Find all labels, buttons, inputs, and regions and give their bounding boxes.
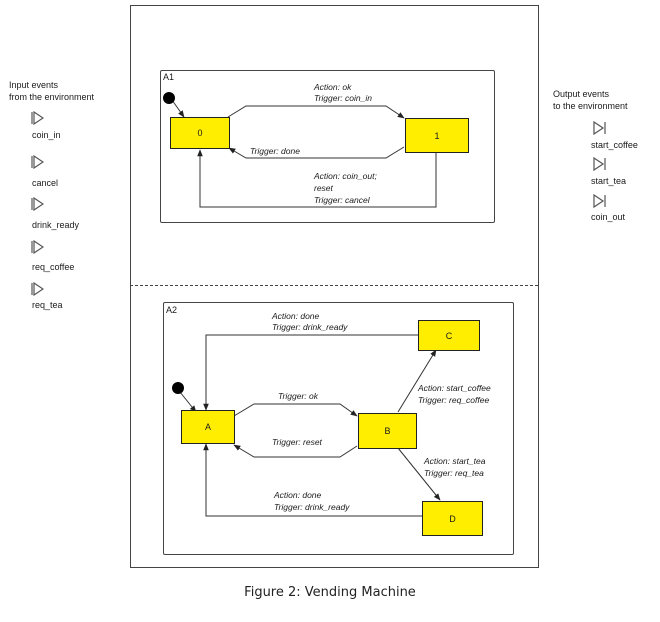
a2-b-c-action-label: Action: start_coffee <box>418 383 491 393</box>
input-event-coin-in: coin_in <box>32 130 61 140</box>
a2-initial-arrow <box>179 391 197 413</box>
input-event-cancel: cancel <box>32 178 59 188</box>
output-events-title-line2: to the environment <box>553 101 628 111</box>
input-event-req-coffee: req_coffee <box>32 262 75 272</box>
output-event-coin-out: coin_out <box>591 212 626 222</box>
a1-done-trigger-label: Trigger: done <box>250 146 300 156</box>
output-event-start-tea: start_tea <box>591 176 627 186</box>
group-a1-title: A1 <box>163 72 175 82</box>
state-b: B <box>358 413 417 449</box>
region-divider <box>130 285 538 286</box>
state-1: 1 <box>405 118 469 153</box>
a1-ok-action-label: Action: ok <box>314 82 352 92</box>
a2-transition-b-a <box>233 444 358 458</box>
a1-ok-trigger-label: Trigger: coin_in <box>314 93 372 103</box>
a1-cancel-trigger-label: Trigger: cancel <box>314 195 370 205</box>
group-a2-title: A2 <box>166 305 178 315</box>
a2-transition-d-a <box>203 443 422 517</box>
a1-transition-ok <box>227 105 405 119</box>
state-c: C <box>418 320 480 351</box>
state-0: 0 <box>170 117 230 149</box>
a2-b-a-trigger-label: Trigger: reset <box>272 437 322 447</box>
a1-cancel-action-label: Action: coin_out; <box>314 171 377 181</box>
output-event-icon <box>593 194 606 208</box>
a1-transition-done <box>228 146 405 159</box>
a1-transition-cancel <box>197 149 437 208</box>
a1-initial-arrow <box>171 99 185 118</box>
diagram-frame <box>130 5 539 568</box>
input-events-title-line1: Input events <box>9 80 59 90</box>
input-event-drink-ready: drink_ready <box>32 220 80 230</box>
a2-b-c-trigger-label: Trigger: req_coffee <box>418 395 490 405</box>
a2-transition-c-a <box>203 334 418 411</box>
a2-transition-b-c <box>397 349 437 413</box>
group-a1 <box>160 70 495 223</box>
figure-caption: Figure 2: Vending Machine <box>244 585 416 600</box>
state-d: D <box>422 501 483 536</box>
input-event-icon <box>31 155 44 169</box>
a2-transition-b-d <box>397 447 441 501</box>
a2-d-a-trigger-label: Trigger: drink_ready <box>274 502 350 512</box>
output-events-title-line1: Output events <box>553 89 610 99</box>
state-a: A <box>181 410 235 444</box>
a2-c-a-action-label: Action: done <box>272 311 320 321</box>
input-event-icon <box>31 111 44 125</box>
a2-a-b-trigger-label: Trigger: ok <box>278 391 318 401</box>
input-events-title-line2: from the environment <box>9 92 95 102</box>
output-event-start-coffee: start_coffee <box>591 140 638 150</box>
group-a2 <box>163 302 514 555</box>
a2-c-a-trigger-label: Trigger: drink_ready <box>272 322 348 332</box>
input-event-req-tea: req_tea <box>32 300 63 310</box>
a1-cancel-action-label-2: reset <box>314 183 333 193</box>
output-event-icon <box>593 157 606 171</box>
input-event-icon <box>31 240 44 254</box>
a2-d-a-action-label: Action: done <box>274 490 322 500</box>
input-event-icon <box>31 282 44 296</box>
input-event-icon <box>31 197 44 211</box>
a2-transition-a-b <box>233 403 358 417</box>
a2-b-d-action-label: Action: start_tea <box>424 456 486 466</box>
a2-b-d-trigger-label: Trigger: req_tea <box>424 468 484 478</box>
a1-initial-pseudostate <box>163 92 175 104</box>
a2-initial-pseudostate <box>172 382 184 394</box>
output-event-icon <box>593 121 606 135</box>
